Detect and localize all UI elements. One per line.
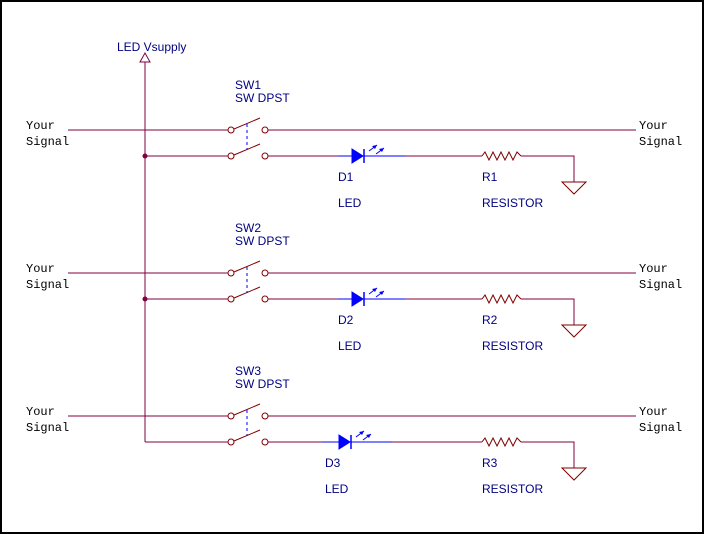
signal-right-line2: Signal — [639, 421, 682, 435]
switch-contact — [261, 126, 269, 134]
switch-contact — [227, 126, 235, 134]
led-symbol — [322, 430, 392, 450]
resistor-ref: R3 — [482, 456, 498, 470]
signal-left-line1: Your — [26, 119, 55, 133]
switch-blade — [233, 260, 261, 273]
switch-ref: SW2 — [235, 221, 261, 235]
led-ref: D3 — [325, 456, 341, 470]
resistor-value: RESISTOR — [482, 339, 543, 353]
switch-contact — [227, 412, 235, 420]
resistor-symbol — [481, 436, 522, 448]
led-symbol — [338, 144, 405, 164]
switch-dpst — [227, 403, 269, 446]
resistor-symbol — [481, 150, 522, 162]
switch-type: SW DPST — [235, 377, 290, 391]
resistor-ref: R2 — [482, 313, 498, 327]
signal-left-line2: Signal — [26, 421, 69, 435]
supply-label: LED Vsupply — [117, 40, 186, 54]
ground-symbol — [560, 181, 588, 195]
switch-contact — [227, 438, 235, 446]
ground-wire — [521, 298, 575, 325]
switch-contact — [261, 438, 269, 446]
switch-ref: SW1 — [235, 78, 261, 92]
led-value: LED — [338, 339, 362, 353]
ground-wire — [521, 155, 575, 182]
resistor-ref: R1 — [482, 170, 498, 184]
switch-type: SW DPST — [235, 91, 290, 105]
led-ref: D1 — [338, 170, 354, 184]
resistor-symbol — [481, 293, 522, 305]
switch-contact — [261, 295, 269, 303]
switch-dpst — [227, 260, 269, 303]
signal-left-line2: Signal — [26, 278, 69, 292]
resistor-value: RESISTOR — [482, 482, 543, 496]
signal-left-line2: Signal — [26, 135, 69, 149]
stage-1: Your Signal Your Signal SW1 SW DPST — [26, 78, 682, 210]
stage-3: Your Signal Your Signal SW3 SW DPST — [26, 364, 682, 496]
stage-2: Your Signal Your Signal SW2 SW DPST — [26, 221, 682, 353]
switch-contact — [227, 269, 235, 277]
switch-blade — [233, 403, 261, 416]
ground-wire — [521, 441, 575, 468]
switch-dpst — [227, 117, 269, 160]
switch-blade — [233, 117, 261, 130]
led-value: LED — [338, 196, 362, 210]
signal-right-line2: Signal — [639, 278, 682, 292]
signal-right-line1: Your — [639, 119, 668, 133]
led-ref: D2 — [338, 313, 354, 327]
switch-ref: SW3 — [235, 364, 261, 378]
signal-left-line1: Your — [26, 405, 55, 419]
switch-contact — [261, 152, 269, 160]
supply-rail: LED Vsupply — [117, 40, 186, 442]
led-symbol — [338, 287, 405, 307]
signal-left-line1: Your — [26, 262, 55, 276]
switch-contact — [261, 412, 269, 420]
ground-symbol — [560, 467, 588, 481]
switch-contact — [227, 295, 235, 303]
junction-dot — [142, 296, 148, 302]
led-value: LED — [325, 482, 349, 496]
junction-dot — [142, 153, 148, 159]
switch-type: SW DPST — [235, 234, 290, 248]
supply-port-symbol — [139, 51, 151, 63]
signal-right-line1: Your — [639, 405, 668, 419]
signal-right-line1: Your — [639, 262, 668, 276]
switch-contact — [261, 269, 269, 277]
resistor-value: RESISTOR — [482, 196, 543, 210]
ground-symbol — [560, 324, 588, 338]
signal-right-line2: Signal — [639, 135, 682, 149]
switch-contact — [227, 152, 235, 160]
